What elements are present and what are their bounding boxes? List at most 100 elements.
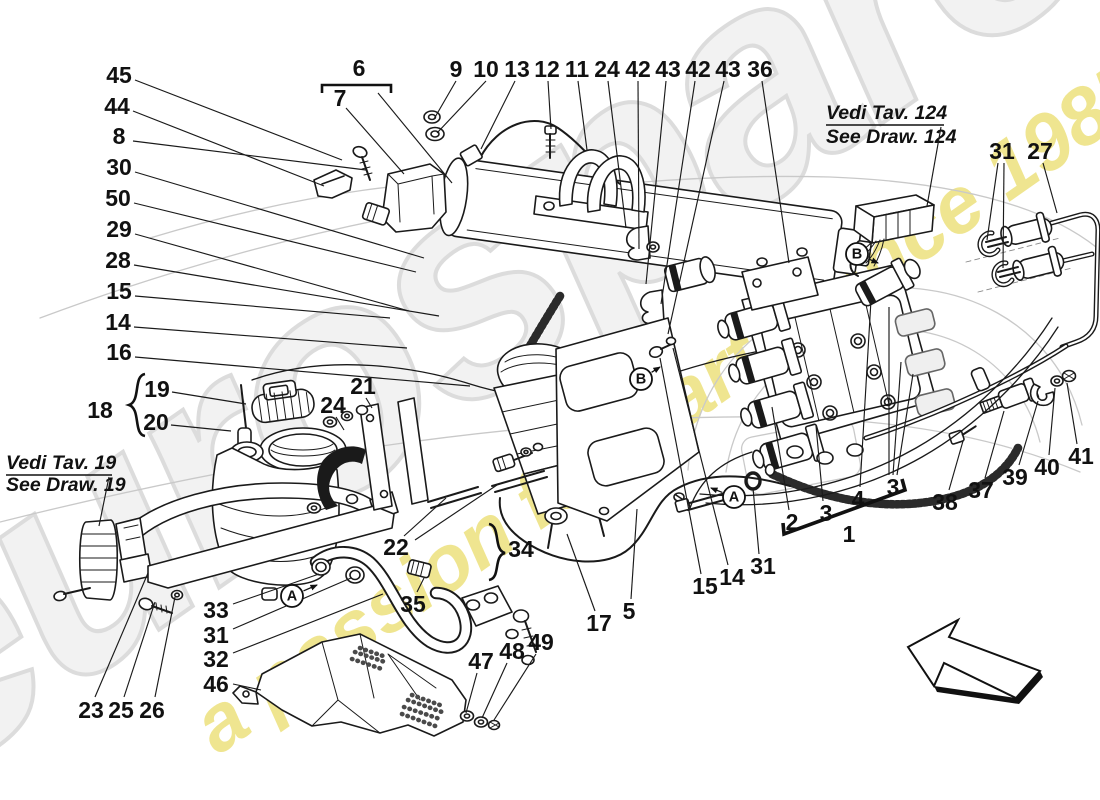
solenoid-valve [728,337,803,385]
leader-line [948,440,964,491]
pressure-switch-4 [854,257,921,307]
detail-marker-A: A [710,485,746,509]
part-label-30-16: 30 [106,154,132,180]
leader-line [645,80,667,285]
leader-line [170,424,232,432]
part-label-17-41: 17 [586,610,612,636]
leader-line [859,299,872,488]
svg-text:A: A [729,490,740,506]
leader-line [132,110,325,187]
leader-line [365,397,373,409]
leader-line [335,416,345,431]
reservoir-cap-19 [251,379,315,424]
detail-marker-B: B [629,366,661,391]
part-label-35-30: 35 [400,591,426,617]
part-label-43-9: 43 [655,56,681,82]
leader-line [232,573,320,605]
part-label-13-4: 13 [504,56,530,82]
leader-line [232,683,262,691]
group-1-bracket [781,478,908,537]
part-label-1-50: 1 [843,521,856,547]
leader-line [1042,162,1058,214]
part-label-23-35: 23 [78,697,104,723]
leader-line [436,80,487,134]
part-label-5-42: 5 [623,598,636,624]
return-hose [309,546,472,654]
part-label-15-43: 15 [692,573,718,599]
detail-marker-A: A [280,584,318,608]
bolt-25-washer-26 [138,589,184,614]
leader-line [986,162,999,241]
leader-line [566,533,596,612]
leader-line [134,233,410,312]
part-label-6-0: 6 [353,55,366,81]
part-label-9-2: 9 [450,56,463,82]
leader-line [672,347,729,566]
leader-line [637,80,640,250]
part-label-42-10: 42 [685,56,711,82]
leader-line [1048,387,1056,456]
part-label-12-5: 12 [534,56,560,82]
leader-line [232,593,384,654]
part-label-26-37: 26 [139,697,165,723]
bracket-hardware [306,404,369,514]
leader-line [345,107,405,175]
leader-line [403,497,447,537]
part-label-24-7: 24 [594,56,620,82]
part-label-49-40: 49 [528,629,554,655]
part-label-21-26: 21 [350,373,376,399]
leader-line [134,171,425,259]
part-label-19-23: 19 [144,376,170,402]
fitting-group-34 [461,585,537,666]
part-label-11-6: 11 [565,56,590,82]
leader-line [133,326,408,349]
s-clips-42-43 [625,225,716,325]
leader-line [416,577,425,593]
leader-line [892,361,902,476]
leader-line [134,295,391,319]
part-label-39-53: 39 [1002,464,1028,490]
leader-line [465,672,478,714]
leader-line [607,80,627,229]
leader-line [134,356,471,387]
part-label-31-45: 31 [750,553,776,579]
level-sensor-20 [240,384,247,429]
solenoid-valve [740,381,815,429]
hose-17 [498,475,791,563]
part-label-47-38: 47 [468,648,494,674]
leader-line [433,80,457,120]
svg-text:See Draw. 124: See Draw. 124 [826,126,957,148]
switch-connector-6-7 [361,163,447,233]
part-label-31-32: 31 [203,622,229,648]
part-label-37-52: 37 [968,477,994,503]
leader-line [630,508,638,600]
part-label-48-39: 48 [499,638,525,664]
leader-line [1066,382,1078,445]
part-label-14-21: 14 [105,309,131,335]
fitting-35 [406,559,432,579]
leader-line [659,357,702,575]
leader-line [134,79,343,161]
group-34-brace [488,522,506,582]
group-18-brace [124,372,146,438]
pipes-22 [427,470,548,509]
leader-line [667,80,725,335]
bellows-part [53,519,119,602]
leader-line [132,140,367,171]
leader-line [154,596,176,698]
pipe-bundle [689,317,1059,509]
bolt-38 [948,425,977,445]
part-label-22-28: 22 [383,534,409,560]
leader-line [752,487,760,555]
leader-line [660,80,696,305]
clamp-39 [1029,383,1055,407]
leader-line [94,572,149,698]
part-label-18-24: 18 [87,397,113,423]
part-label-27-57: 27 [1027,138,1053,164]
part-label-50-17: 50 [105,185,131,211]
pump-bracket-21 [359,397,429,511]
part-label-29-18: 29 [106,216,132,242]
